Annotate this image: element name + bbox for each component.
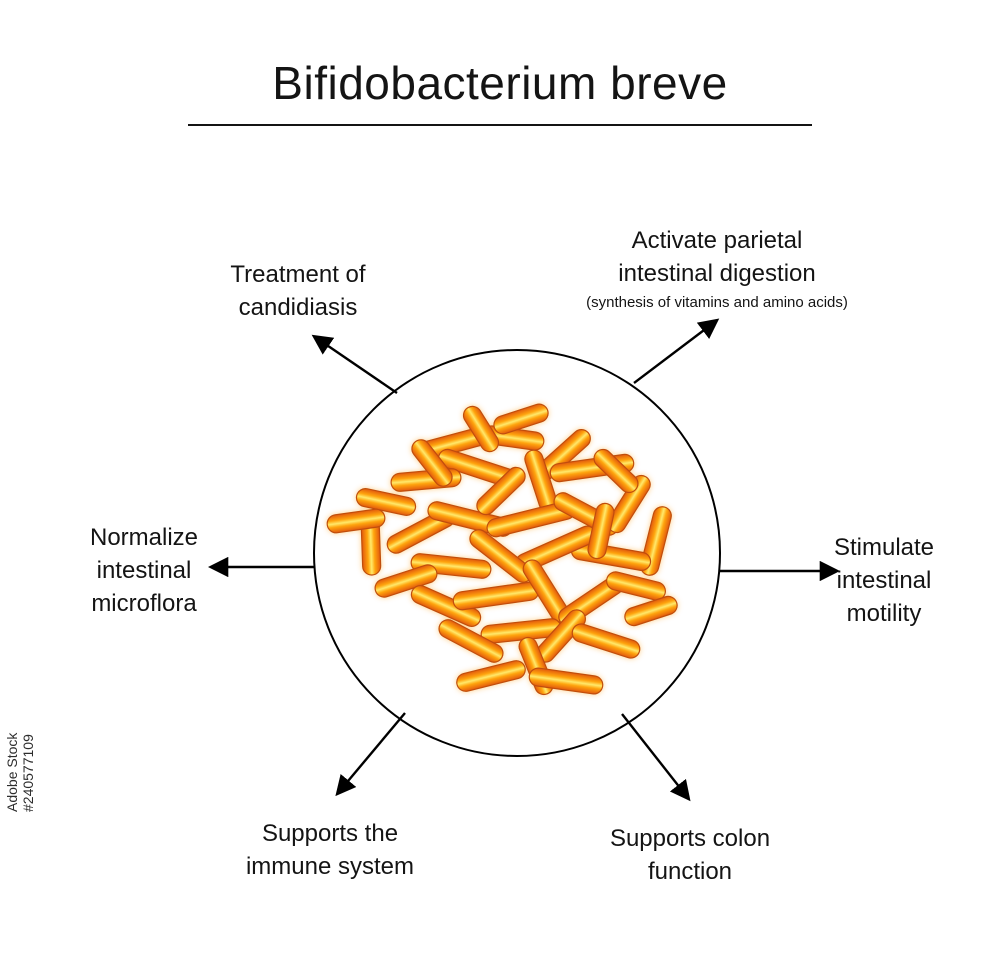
arrow-bottom-left — [335, 712, 406, 797]
label-line: microflora — [91, 590, 197, 617]
label-treatment-of-candidiasis: Treatment of candidiasis — [178, 258, 418, 324]
bacterium-icon — [476, 466, 526, 516]
label-note: (synthesis of vitamins and amino acids) — [586, 294, 848, 311]
label-line: candidiasis — [238, 294, 358, 321]
bacterium-icon — [606, 571, 666, 601]
bacterium-icon — [462, 405, 500, 453]
bacterium-icon — [587, 502, 615, 560]
label-supports-colon-function: Supports colon function — [570, 822, 810, 888]
bacterium-icon — [493, 403, 549, 435]
arrow-bottom-right — [621, 713, 691, 802]
bacterium-icon — [593, 448, 639, 494]
page-title: Bifidobacterium breve — [272, 57, 728, 109]
label-line: motility — [846, 600, 922, 627]
bacterium-icon — [410, 585, 482, 627]
label-normalize-intestinal-microflora: Normalize intestinal microflora — [34, 521, 254, 620]
bacterium-icon — [326, 508, 386, 534]
label-line: Supports colon — [609, 825, 771, 852]
label-line: intestinal digestion — [618, 260, 816, 287]
label-supports-immune-system: Supports the immune system — [210, 817, 450, 883]
label-line: Activate parietal — [631, 227, 803, 254]
bacterium-icon — [355, 488, 417, 516]
label-line: Supports the — [261, 820, 399, 847]
watermark-brand: Adobe Stock — [4, 732, 20, 812]
watermark-id: #240577109 — [20, 734, 36, 812]
bacterium-icon — [607, 474, 651, 534]
bacterium-icon — [456, 660, 526, 692]
label-line: function — [647, 858, 733, 885]
arrow-top-right — [633, 318, 720, 384]
label-activate-parietal-digestion: Activate parietal intestinal digestion (… — [537, 224, 897, 316]
label-line: Treatment of — [230, 261, 366, 288]
bacteria-cluster-illustration — [326, 403, 678, 696]
watermark: Adobe Stock #240577109 — [4, 733, 36, 812]
label-line: intestinal — [836, 567, 932, 594]
bacterium-icon — [438, 619, 504, 663]
label-line: intestinal — [96, 557, 192, 584]
label-line: Stimulate — [833, 534, 935, 561]
bacterium-icon — [571, 623, 641, 659]
title-underline — [188, 124, 812, 126]
arrow-top-left — [311, 334, 398, 394]
bacterium-icon — [374, 564, 438, 598]
label-line: Normalize — [89, 524, 199, 551]
bacterium-icon — [624, 595, 678, 627]
bacterium-icon — [411, 439, 453, 487]
label-stimulate-intestinal-motility: Stimulate intestinal motility — [774, 531, 994, 630]
bacterium-icon — [528, 667, 604, 695]
label-line: immune system — [245, 853, 415, 880]
